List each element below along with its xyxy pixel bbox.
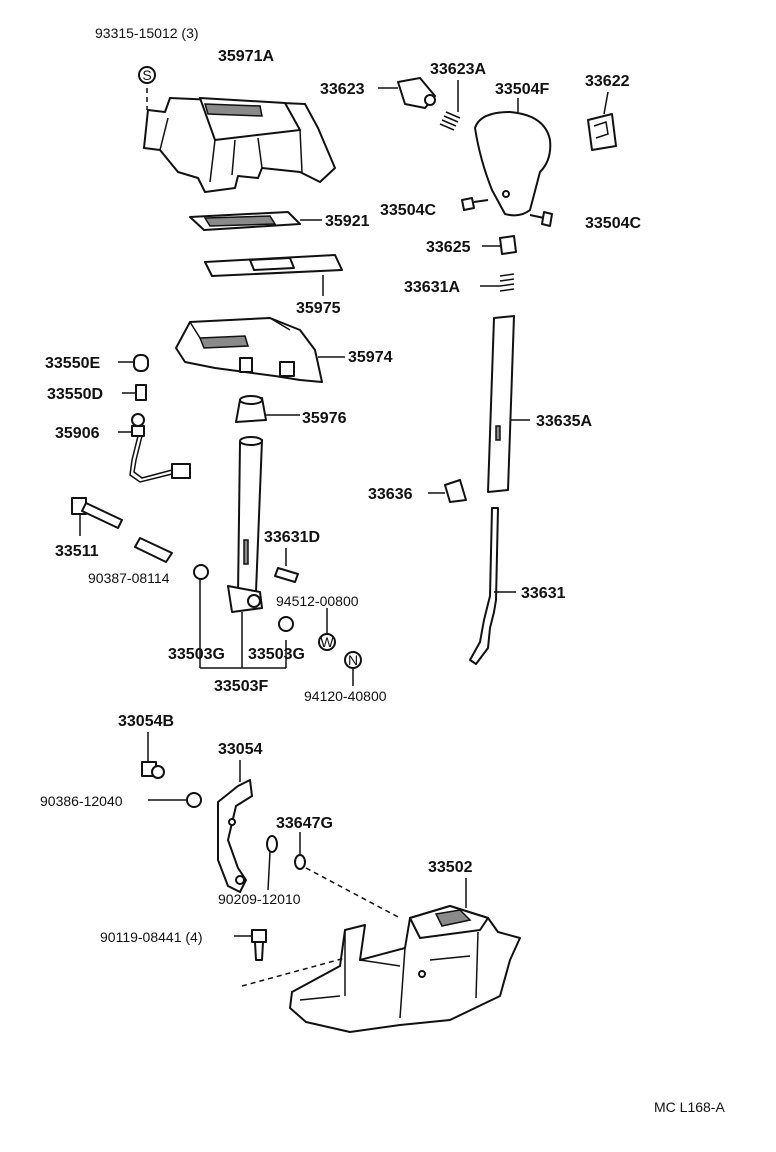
label-33550D: 33550D [47, 386, 103, 403]
part-90386-bushing [186, 792, 202, 808]
label-33631: 33631 [521, 585, 566, 602]
symbol-w: W [320, 634, 334, 650]
part-90387-collar [134, 537, 173, 563]
label-33636: 33636 [368, 486, 413, 503]
label-33504C-left: 33504C [380, 202, 436, 219]
label-33623A: 33623A [430, 61, 486, 78]
label-33503F: 33503F [214, 678, 268, 695]
part-35974-indicator-housing [175, 317, 323, 383]
label-33625: 33625 [426, 239, 471, 256]
label-33502: 33502 [428, 859, 473, 876]
label-90119-08441: 90119-08441 (4) [100, 929, 202, 945]
part-33631-rod [469, 507, 499, 665]
part-33504C-screw-left [461, 197, 489, 211]
symbol-s-circle [138, 66, 156, 84]
label-35906: 35906 [55, 425, 100, 442]
symbol-n: N [348, 652, 358, 668]
label-90387-08114: 90387-08114 [88, 570, 170, 586]
label-33504C-right: 33504C [585, 215, 641, 232]
part-33636-clip [444, 479, 467, 503]
label-33631A: 33631A [404, 279, 460, 296]
drawing-code: MC L168-A [654, 1099, 725, 1115]
label-33631D: 33631D [264, 529, 320, 546]
part-33625 [499, 235, 517, 255]
label-35976: 35976 [302, 410, 347, 427]
label-33622: 33622 [585, 73, 630, 90]
label-93315-15012: 93315-15012 (3) [95, 25, 199, 41]
part-33504C-screw-right [529, 211, 553, 227]
label-33623: 33623 [320, 81, 365, 98]
label-35974: 35974 [348, 349, 393, 366]
part-35975-slide-plate [204, 254, 343, 277]
part-33054-bracket [217, 779, 253, 893]
part-33054B-bolt [141, 761, 165, 779]
label-90386-12040: 90386-12040 [40, 793, 123, 809]
label-33550E: 33550E [45, 355, 100, 372]
label-33635A: 33635A [536, 413, 592, 430]
part-33503G-bushing-left [193, 564, 209, 580]
label-35971A: 35971A [218, 48, 274, 65]
part-35921-plate [189, 211, 301, 231]
label-33504F: 33504F [495, 81, 549, 98]
label-94120-40800: 94120-40800 [304, 688, 387, 704]
part-33511-bolt [71, 497, 123, 529]
part-33622-clip [587, 113, 617, 151]
part-33504F-shift-knob [474, 111, 552, 217]
label-90209-12010: 90209-12010 [218, 891, 301, 907]
label-33054B: 33054B [118, 713, 174, 730]
part-90119-bolt [251, 929, 267, 961]
label-35921: 35921 [325, 213, 370, 230]
part-33631A-spring [499, 273, 515, 292]
part-33623-button [397, 77, 436, 109]
part-33623A-spring [439, 111, 461, 131]
label-33511: 33511 [55, 543, 99, 560]
part-35971A-console-cover [143, 97, 336, 193]
label-94512-00800: 94512-00800 [276, 593, 359, 609]
part-35976-bushing [235, 395, 267, 423]
part-33502-base-housing [289, 905, 521, 1033]
symbol-s: S [142, 67, 151, 83]
part-33647G [294, 854, 306, 870]
label-33503G-left: 33503G [168, 646, 225, 663]
part-33550D [135, 384, 147, 401]
part-33631D-pin [274, 567, 299, 583]
part-90209-washer [266, 835, 278, 853]
label-33054: 33054 [218, 741, 263, 758]
label-33647G: 33647G [276, 815, 333, 832]
label-33503G-right: 33503G [248, 646, 305, 663]
part-33635A-rod [487, 315, 515, 493]
label-35975: 35975 [296, 300, 341, 317]
part-33550E [133, 354, 149, 372]
part-35906-wire-harness [129, 413, 191, 483]
part-33503G-bushing-right [278, 616, 294, 632]
part-33503F-shift-lever [227, 436, 263, 613]
